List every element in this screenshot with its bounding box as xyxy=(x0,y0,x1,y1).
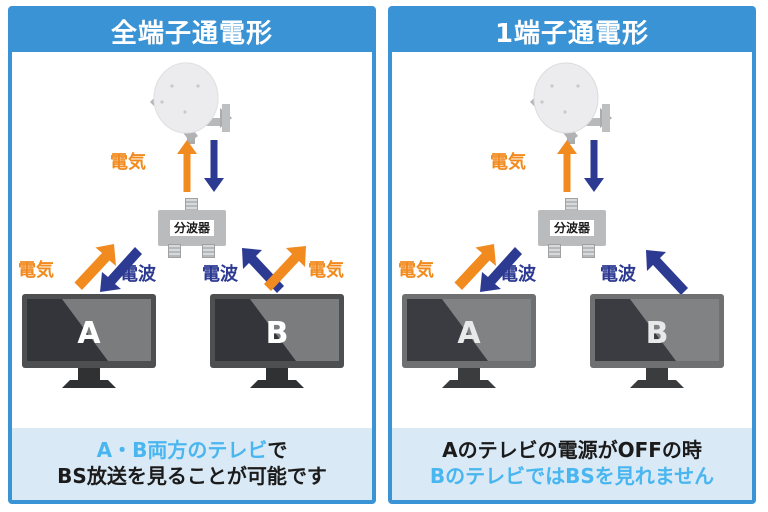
arrow-up-left-electricity-left xyxy=(256,240,314,298)
splitter-device-right: 分波器 xyxy=(534,198,610,260)
splitter-port-bottom-right xyxy=(202,244,215,258)
caption-left-l1-s1: A・B両方のテレビ xyxy=(96,438,268,463)
caption-left-l2-s1: BS放送を見ることが可能です xyxy=(57,464,327,488)
tv-b-left: B xyxy=(210,294,344,392)
label-denki-vertical-right: 電気 xyxy=(490,152,526,173)
panel-all-terminal-powered: 全端子通電形 xyxy=(8,6,376,504)
splitter-body: 分波器 xyxy=(158,210,226,246)
panel-title-right: 1端子通電形 xyxy=(392,10,752,52)
label-denki-right-tv-left: 電気 xyxy=(308,260,344,281)
caption-right: Aのテレビの電源がOFFの時 BのテレビではBSを見れません xyxy=(392,428,752,500)
caption-left-l1-s2: で xyxy=(267,438,288,463)
caption-right-line-1: Aのテレビの電源がOFFの時 xyxy=(442,438,702,464)
diagram-area-left: 電気 分波器 xyxy=(12,52,372,428)
label-denki-left-tv-right: 電気 xyxy=(398,260,434,281)
arrow-down-signal-right xyxy=(584,140,604,192)
tv-b-right: B xyxy=(590,294,724,392)
arrow-down-left-signal-left xyxy=(90,240,148,298)
label-denki-left-tv-left: 電気 xyxy=(18,260,54,281)
caption-left: A・B両方のテレビで BS放送を見ることが可能です xyxy=(12,428,372,500)
panel-title-left: 全端子通電形 xyxy=(12,10,372,52)
caption-left-line-2: BS放送を見ることが可能です xyxy=(57,464,327,490)
caption-left-line-1: A・B両方のテレビで xyxy=(97,438,288,464)
arrow-up-electricity-right xyxy=(557,140,577,192)
satellite-dish-icon xyxy=(132,60,252,156)
splitter-port-bottom-left xyxy=(548,244,561,258)
splitter-label-left: 分波器 xyxy=(169,220,214,236)
tv-a-right: A xyxy=(402,294,536,392)
satellite-dish-icon xyxy=(512,60,632,156)
caption-right-line-2: BのテレビではBSを見れません xyxy=(430,464,714,490)
splitter-port-bottom-left xyxy=(168,244,181,258)
panel-one-terminal-powered: 1端子通電形 xyxy=(388,6,756,504)
caption-right-l1-s1: Aのテレビの電源がOFFの時 xyxy=(442,438,702,463)
label-denpa-right-tv-left: 電波 xyxy=(202,264,238,285)
arrow-up-right-electricity-left xyxy=(70,240,128,298)
splitter-body: 分波器 xyxy=(538,210,606,246)
label-denki-vertical-left: 電気 xyxy=(110,152,146,173)
arrow-up-electricity-left xyxy=(177,140,197,192)
arrow-down-right-signal-right xyxy=(640,242,698,300)
label-denpa-right-tv-right: 電波 xyxy=(600,264,636,285)
caption-right-l2-s1: BのテレビではBSを見れません xyxy=(429,464,715,488)
arrow-up-right-electricity-right xyxy=(450,240,508,298)
splitter-port-bottom-right xyxy=(582,244,595,258)
diagram-area-right: 電気 分波器 電気 電波 xyxy=(392,52,752,428)
tv-a-left: A xyxy=(22,294,156,392)
splitter-label-right: 分波器 xyxy=(549,220,594,236)
arrow-down-signal-left xyxy=(204,140,224,192)
arrow-down-left-signal-right xyxy=(470,240,528,298)
label-denpa-left-tv-left: 電波 xyxy=(120,264,156,285)
splitter-device-left: 分波器 xyxy=(154,198,230,260)
label-denpa-left-tv-right: 電波 xyxy=(500,264,536,285)
